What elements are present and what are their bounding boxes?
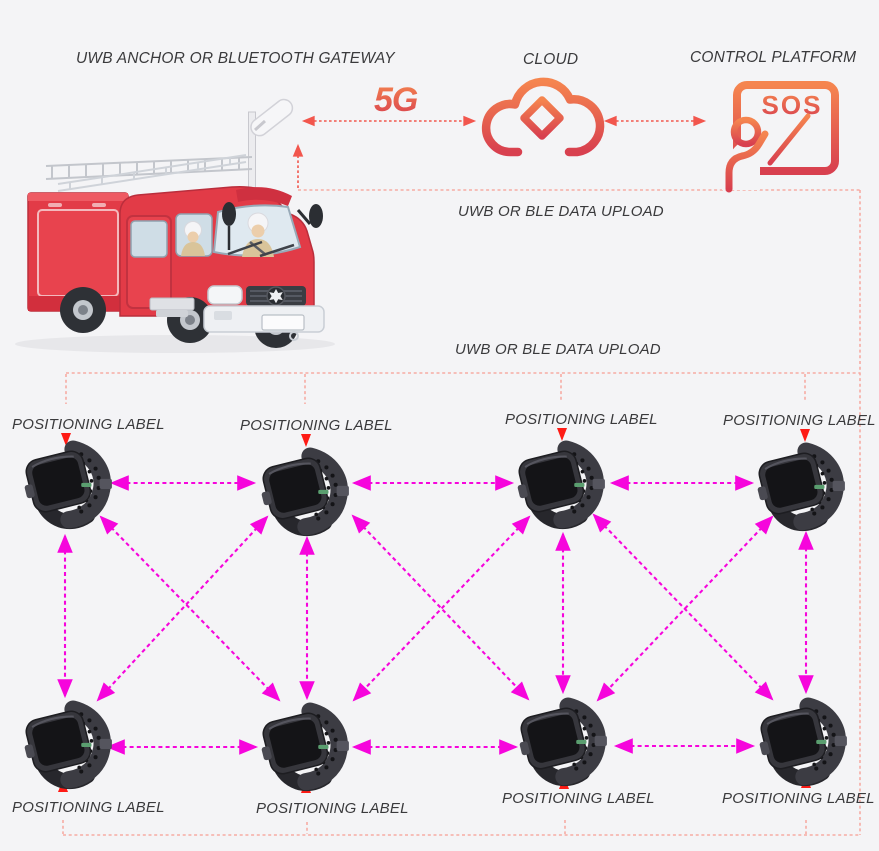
- cloud-icon: [481, 77, 605, 162]
- smartwatch-icon: [256, 711, 349, 784]
- upload-label-1: UWB OR BLE DATA UPLOAD: [458, 203, 664, 220]
- smartwatch-icon: [256, 456, 349, 529]
- positioning-label-bottom-4: POSITIONING LABEL: [722, 790, 875, 807]
- control-platform-title: CONTROL PLATFORM: [690, 49, 857, 66]
- pin-arrow-down: [301, 434, 311, 447]
- ranging-arrow: [99, 515, 281, 702]
- positioning-label-top-3: POSITIONING LABEL: [505, 411, 658, 428]
- firefighter-driver: [242, 212, 274, 257]
- positioning-label-top-4: POSITIONING LABEL: [723, 412, 876, 429]
- ranging-arrow: [96, 515, 269, 702]
- smartwatch-icon: [19, 449, 112, 522]
- smartwatch-tags: [19, 449, 847, 784]
- ranging-arrow: [352, 515, 531, 702]
- cloud-title: CLOUD: [523, 51, 579, 68]
- fire-truck-illustration: [15, 98, 335, 353]
- upload-label-2: UWB OR BLE DATA UPLOAD: [455, 341, 661, 358]
- smartwatch-icon: [512, 449, 605, 522]
- positioning-label-top-1: POSITIONING LABEL: [12, 416, 165, 433]
- mirrors: [222, 202, 323, 250]
- ladder-rack: [45, 154, 253, 192]
- gateway-title: UWB ANCHOR OR BLUETOOTH GATEWAY: [76, 50, 395, 67]
- ranging-arrow: [596, 515, 774, 702]
- positioning-label-bottom-3: POSITIONING LABEL: [502, 790, 655, 807]
- smartwatch-icon: [19, 709, 112, 782]
- 5g-icon: 5G: [374, 81, 418, 119]
- upload-bus-lines: [62, 189, 861, 836]
- pin-arrow-down: [800, 429, 810, 442]
- top-tag-stubs: [65, 374, 806, 404]
- smartwatch-icon: [752, 451, 845, 524]
- positioning-label-bottom-1: POSITIONING LABEL: [12, 799, 165, 816]
- ranging-arrow: [592, 513, 774, 701]
- bottom-tag-stubs: [62, 820, 807, 834]
- ranging-arrow: [351, 514, 530, 701]
- ranging-links: [57, 475, 814, 755]
- pin-arrow-down: [61, 433, 71, 446]
- smartwatch-icon: [754, 706, 847, 779]
- sos-presentation-board-icon: SOS: [721, 81, 839, 193]
- backhaul-links: [292, 115, 707, 188]
- smartwatch-icon: [514, 706, 607, 779]
- positioning-label-bottom-2: POSITIONING LABEL: [256, 800, 409, 817]
- sos-text: SOS: [762, 90, 823, 120]
- firefighter-passenger: [181, 221, 205, 256]
- positioning-label-top-2: POSITIONING LABEL: [240, 417, 393, 434]
- pin-arrow-down: [557, 428, 567, 441]
